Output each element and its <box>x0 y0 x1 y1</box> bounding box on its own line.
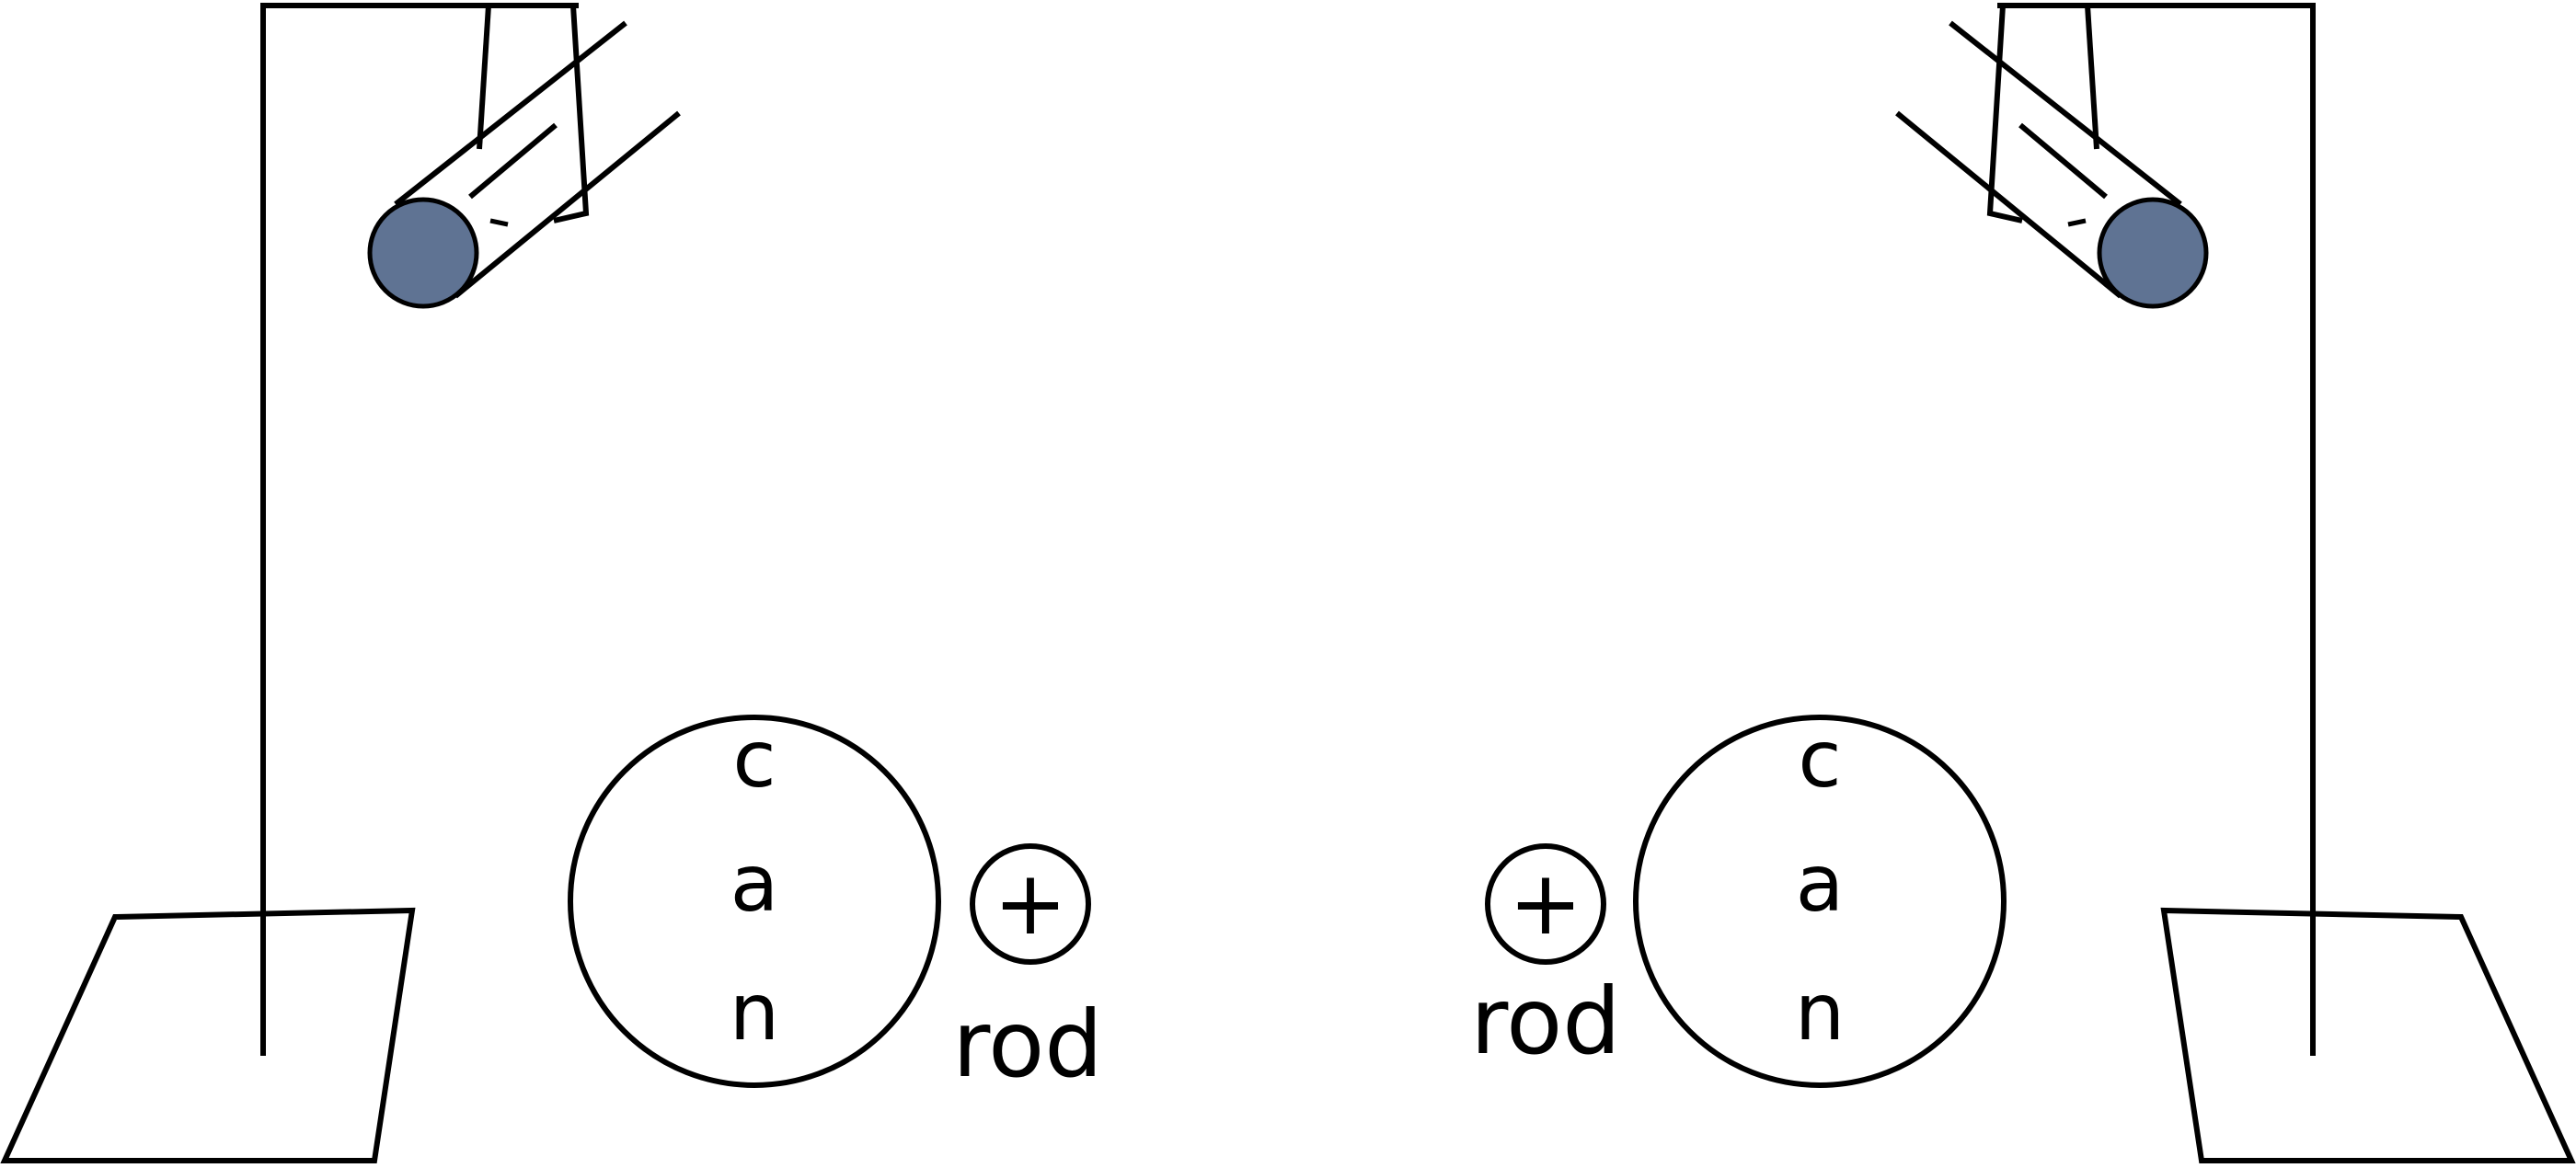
right-insulator-block-left <box>1986 5 2023 223</box>
right-can <box>1633 715 2007 1088</box>
left-tube-dash <box>489 218 509 227</box>
right-tube-inner-line <box>2018 122 2108 200</box>
left-tube-inner-line <box>468 122 558 200</box>
right-stand-base <box>2160 907 2576 1163</box>
right-insulator-block <box>2085 5 2099 150</box>
left-can <box>568 715 941 1088</box>
left-insulator-block-right <box>553 5 590 223</box>
left-pendulum-ball <box>367 197 479 309</box>
right-setup: c a n + rod <box>1470 3 2576 1163</box>
left-insulator-block <box>477 5 491 150</box>
left-stand-pole <box>260 3 579 1056</box>
right-rod-label: rod <box>1470 968 1621 1075</box>
right-rod <box>1485 843 1606 965</box>
right-tube-upper-edge <box>1949 20 2182 207</box>
right-tube-lower-edge <box>1895 110 2122 299</box>
left-tube-lower-edge <box>454 110 681 299</box>
left-setup: c a n + rod <box>0 3 1103 1163</box>
left-rod-charge: + <box>994 852 1067 955</box>
left-tube-upper-edge <box>394 20 627 207</box>
right-can-letter-c: c <box>1798 714 1841 806</box>
left-can-letter-a: a <box>730 838 779 930</box>
right-can-letter-a: a <box>1796 838 1845 930</box>
left-stand-base <box>0 907 416 1163</box>
left-rod <box>970 843 1091 965</box>
left-rod-label: rod <box>952 991 1103 1098</box>
right-can-letter-n: n <box>1795 967 1846 1059</box>
left-can-letter-c: c <box>732 714 776 806</box>
left-can-letter-n: n <box>730 967 780 1059</box>
right-pendulum-ball <box>2097 197 2209 309</box>
right-stand-pole <box>1997 3 2316 1056</box>
right-tube-dash <box>2067 218 2087 227</box>
right-rod-charge: + <box>1509 852 1582 955</box>
